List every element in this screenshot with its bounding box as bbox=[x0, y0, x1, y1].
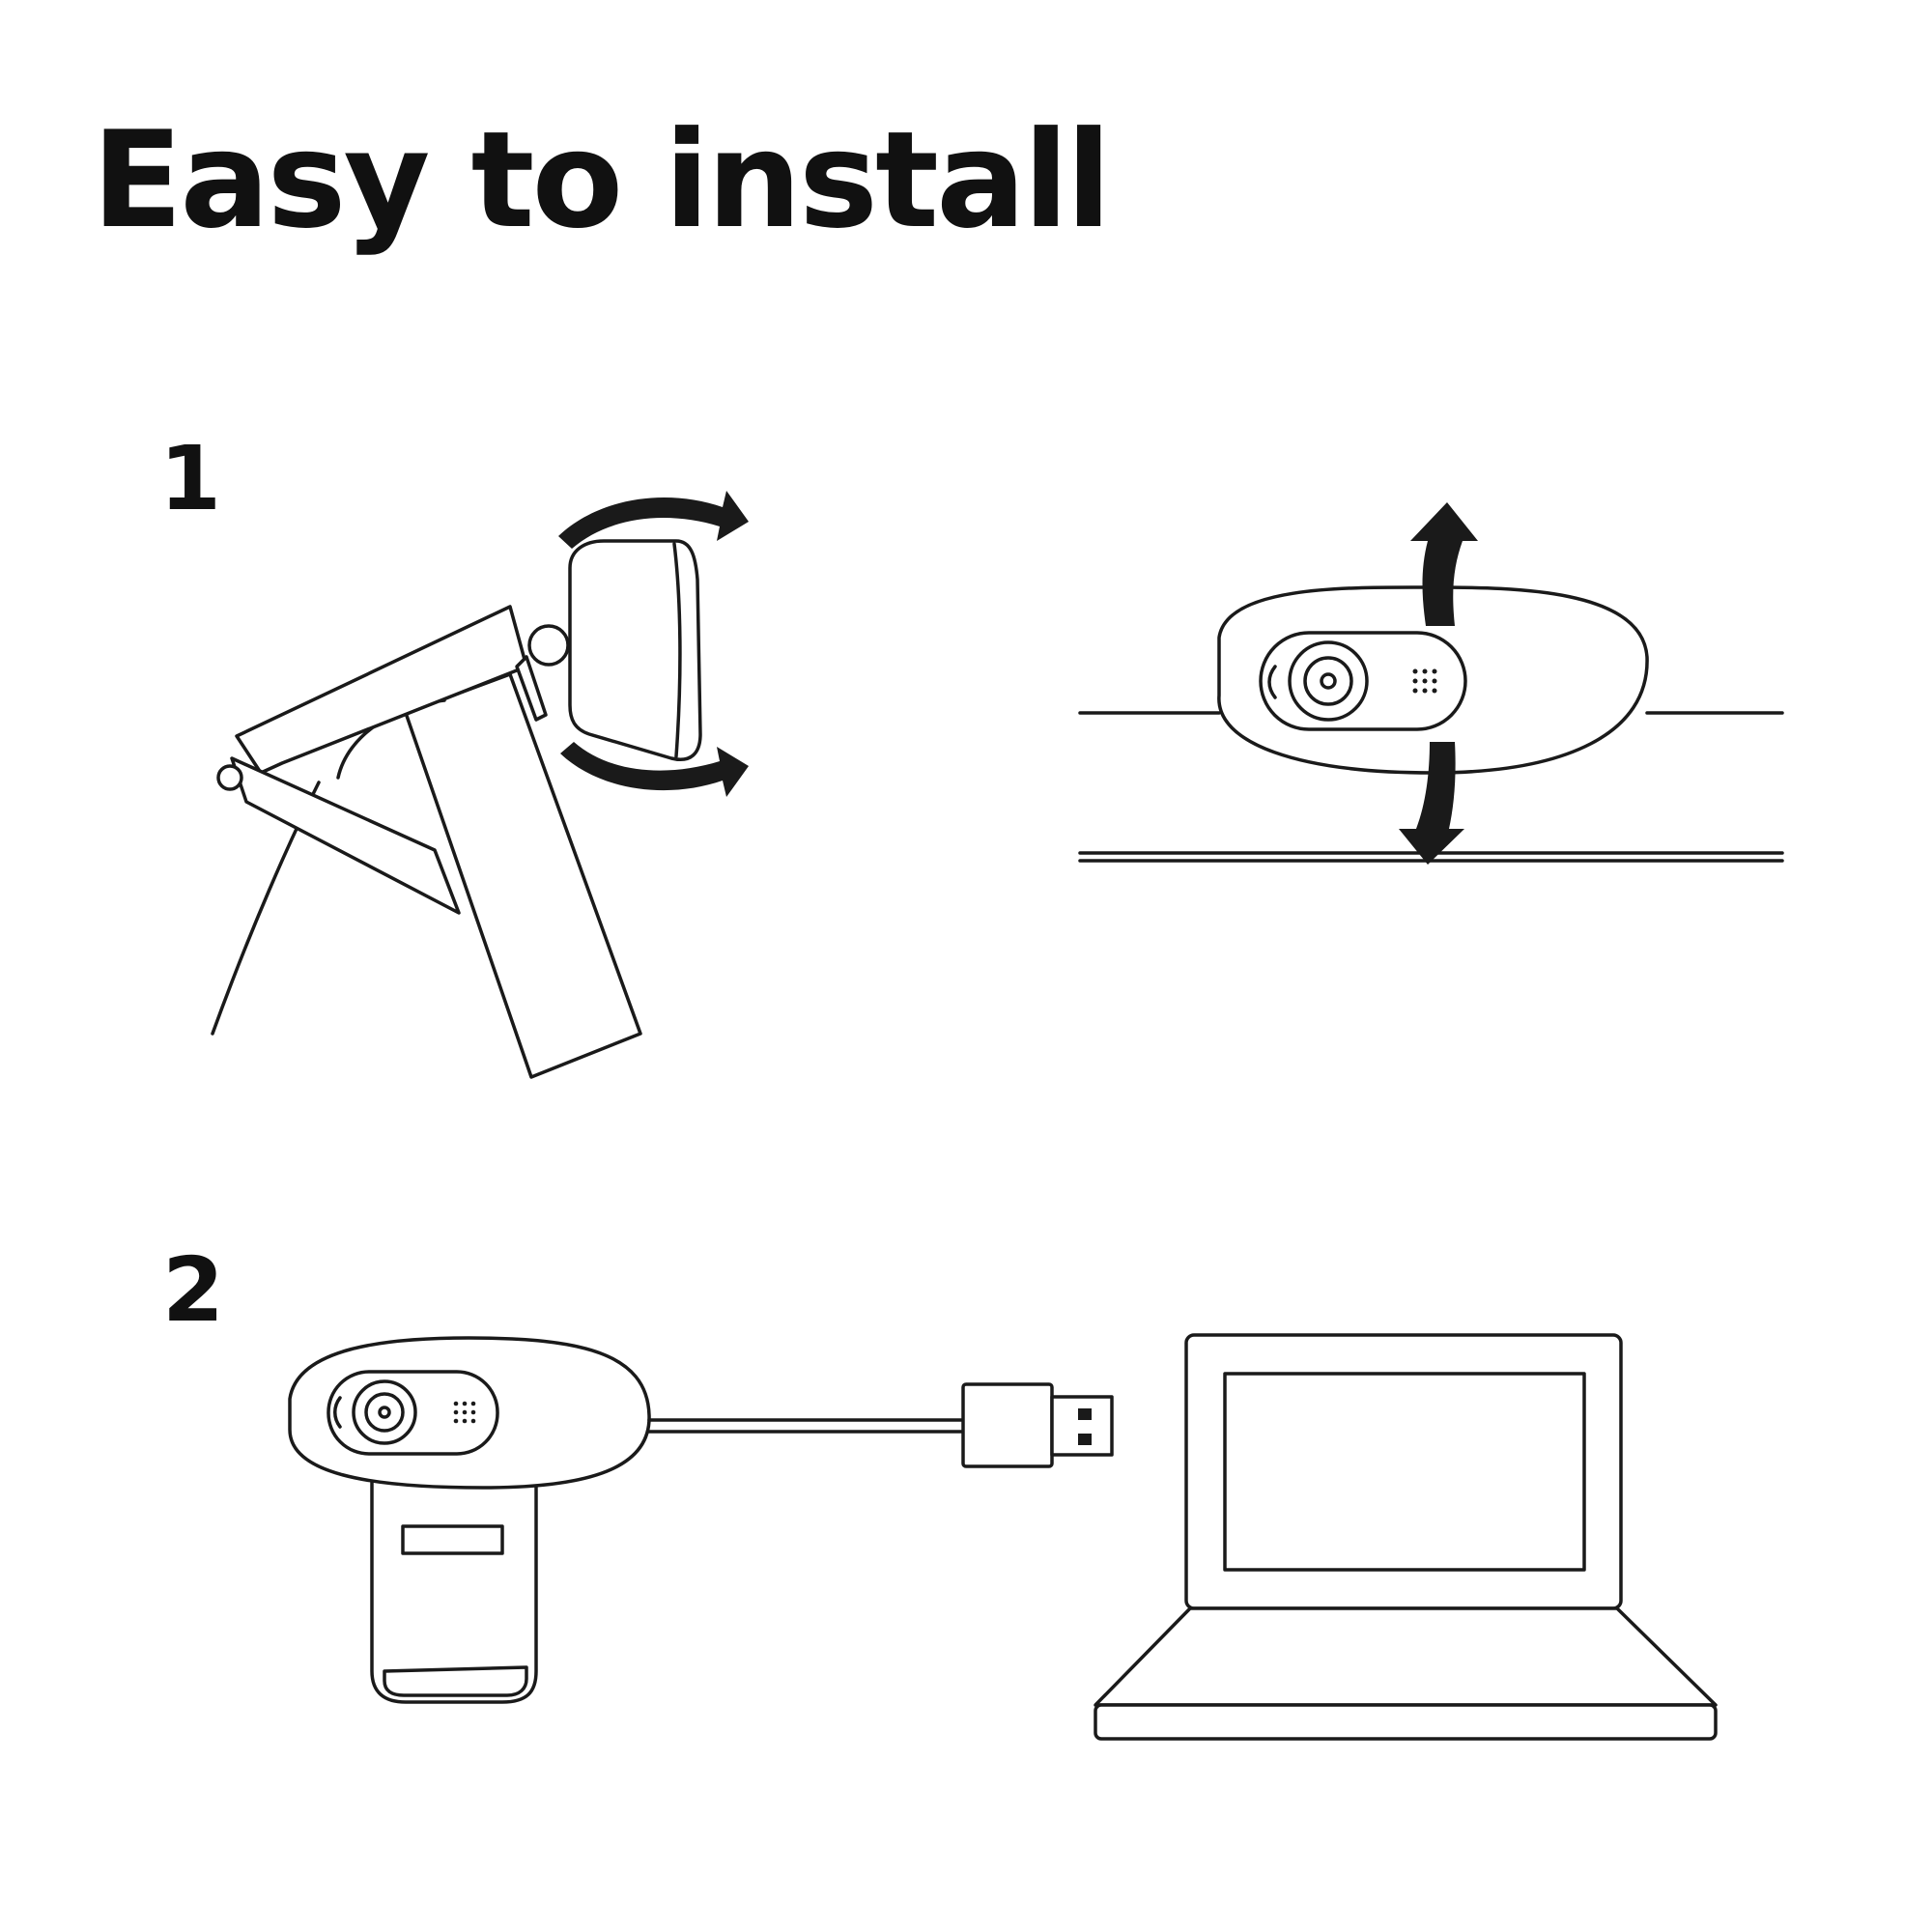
mic-dots-icon bbox=[1412, 668, 1437, 694]
laptop-base bbox=[1094, 1703, 1718, 1741]
page-title: Easy to install bbox=[92, 102, 1112, 258]
clip-arm bbox=[235, 605, 528, 775]
step-1-number: 1 bbox=[159, 427, 222, 530]
laptop-keyboard-deck bbox=[1094, 1606, 1718, 1707]
rotate-arrow-top bbox=[558, 491, 749, 549]
webcam-connection-view bbox=[288, 1333, 1718, 1741]
laptop-screen bbox=[1223, 1372, 1586, 1572]
hinge-knob bbox=[527, 624, 570, 667]
tilt-arrow-down bbox=[1399, 742, 1464, 865]
mic-dots-icon-2 bbox=[453, 1401, 476, 1424]
step-2-number: 2 bbox=[162, 1238, 225, 1342]
clip-foot bbox=[230, 756, 461, 915]
usb-pin-bottom bbox=[1078, 1434, 1092, 1445]
usb-plug-body bbox=[961, 1382, 1054, 1468]
webcam-clip-side-view bbox=[211, 491, 749, 1079]
usb-connector bbox=[1050, 1395, 1114, 1457]
stand-slot bbox=[401, 1524, 504, 1555]
webcam-front-view-tilt bbox=[1078, 502, 1784, 865]
usb-pin-top bbox=[1078, 1408, 1092, 1420]
camera-head bbox=[568, 539, 702, 761]
rotate-arrow-bottom bbox=[560, 742, 749, 797]
tilt-arrow-up bbox=[1410, 502, 1478, 626]
